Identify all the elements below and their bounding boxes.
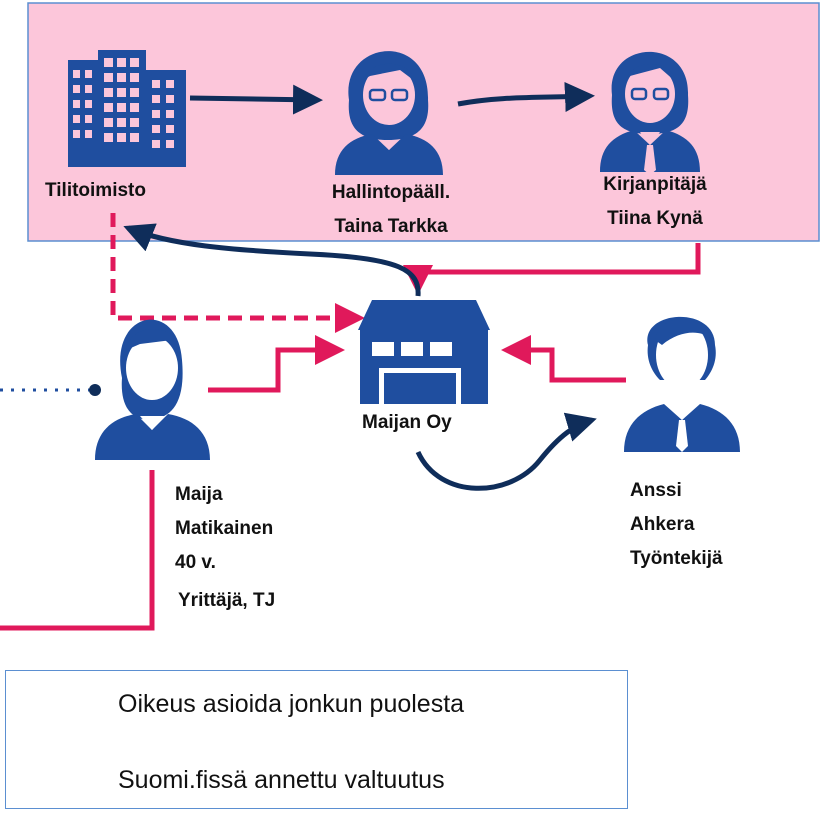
arrow-hallinto-to-kirjanpitaja xyxy=(457,82,595,112)
legend-box xyxy=(5,670,628,809)
woman-with-glasses-and-tie-icon xyxy=(600,51,700,175)
label-maija-line2: Matikainen xyxy=(175,518,274,539)
label-hallintopaall-line1: Hallintopääll. xyxy=(331,182,451,203)
label-anssi: Anssi Ahkera Työntekijä xyxy=(630,474,723,576)
label-anssi-line2: Ahkera xyxy=(630,514,695,535)
legend-item-pink-label: Oikeus asioida jonkun puolesta xyxy=(118,690,465,718)
arrow-maijan-oy-to-tilitoimisto xyxy=(123,223,421,297)
company-building-icon xyxy=(358,300,490,404)
maija-bottom-line xyxy=(0,470,155,631)
label-kirjanpitaja-line1: Kirjanpitäjä xyxy=(603,174,707,195)
dashed-arrow-tilitoimisto-to-maijan-oy xyxy=(110,213,365,333)
label-maija-line3: 40 v. xyxy=(175,552,216,573)
dotted-connector-end xyxy=(89,384,101,396)
arrow-anssi-to-maijan-oy xyxy=(501,335,626,383)
office-building-icon xyxy=(68,50,186,167)
arrow-tilitoimisto-to-hallinto xyxy=(189,84,323,115)
label-maija-role: Yrittäjä, TJ xyxy=(178,590,276,611)
label-tilitoimisto: Tilitoimisto xyxy=(45,180,146,201)
man-with-tie-icon xyxy=(624,316,740,452)
label-anssi-line1: Anssi xyxy=(630,480,682,501)
label-anssi-line3: Työntekijä xyxy=(630,548,723,569)
label-hallintopaall-line2: Taina Tarkka xyxy=(334,216,448,237)
label-hallintopaall: Hallintopääll. Taina Tarkka xyxy=(316,176,466,244)
arrow-kirjanpitaja-to-maijan-oy xyxy=(403,243,701,295)
label-kirjanpitaja-line2: Tiina Kynä xyxy=(607,208,703,229)
arrow-maijan-oy-to-anssi xyxy=(415,412,597,491)
woman-with-glasses-icon xyxy=(335,51,443,175)
label-kirjanpitaja: Kirjanpitäjä Tiina Kynä xyxy=(585,168,725,236)
arrow-maija-to-maijan-oy xyxy=(208,335,345,393)
woman-icon xyxy=(95,319,210,460)
label-maijan-oy: Maijan Oy xyxy=(362,412,452,433)
legend-item-navy-label: Suomi.fissä annettu valtuutus xyxy=(118,766,445,794)
label-maija: Maija Matikainen 40 v. xyxy=(175,478,273,580)
label-maija-line1: Maija xyxy=(175,484,223,505)
